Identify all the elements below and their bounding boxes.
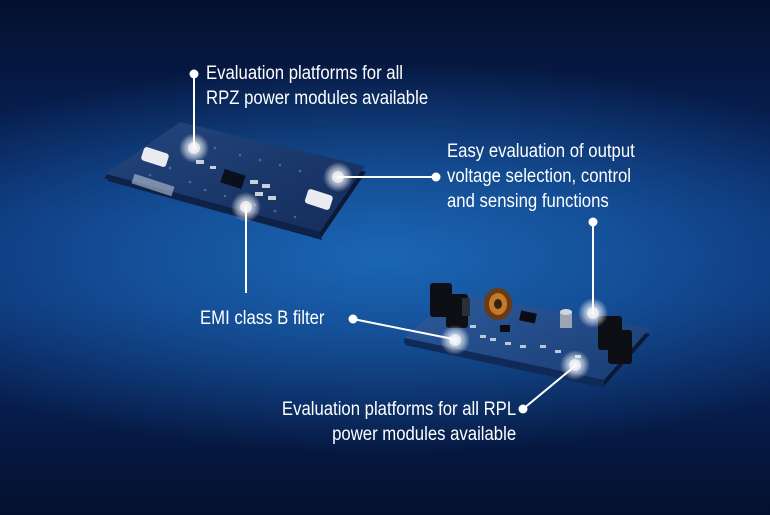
- rpz-board-label: [131, 173, 175, 197]
- callout-rpl-platforms: Evaluation platforms for all RPL power m…: [282, 397, 516, 447]
- ring-rpl-filter: [440, 325, 470, 355]
- callout-line: power modules available: [331, 424, 516, 445]
- callout-line: Evaluation platforms for all RPL: [281, 399, 516, 420]
- callout-line: and sensing functions: [447, 191, 609, 212]
- rpl-left-terminal: [430, 283, 470, 328]
- highlight-rings: [179, 133, 608, 380]
- rpz-power-module-chip: [220, 168, 246, 190]
- rpz-eval-board: [104, 122, 366, 240]
- ring-rpz-module: [179, 133, 209, 163]
- callout-rpz-platforms: Evaluation platforms for all RPZ power m…: [206, 61, 428, 111]
- callout-line: Easy evaluation of output: [447, 141, 635, 162]
- callout-line: RPZ power modules available: [206, 88, 429, 109]
- rpl-capacitor: [560, 309, 572, 328]
- rpz-left-connector: [141, 147, 169, 167]
- rpl-components: [500, 310, 537, 332]
- callout-line: EMI class B filter: [200, 308, 325, 329]
- callout-easy-evaluation: Easy evaluation of output voltage select…: [447, 139, 635, 214]
- ring-rpz-filter: [231, 192, 261, 222]
- rpz-components: [196, 160, 276, 200]
- ring-rpl-sense: [578, 298, 608, 328]
- ring-rpl-module: [560, 350, 590, 380]
- rpz-right-connector: [304, 189, 333, 210]
- callout-end-dots: [189, 69, 598, 414]
- callout-line: voltage selection, control: [447, 166, 632, 187]
- callout-line: Evaluation platforms for all: [206, 63, 404, 84]
- ring-rpz-connector: [323, 162, 353, 192]
- callout-emi-filter: EMI class B filter: [200, 306, 325, 331]
- rpl-inductor: [484, 288, 512, 320]
- rpl-right-terminal: [598, 316, 632, 364]
